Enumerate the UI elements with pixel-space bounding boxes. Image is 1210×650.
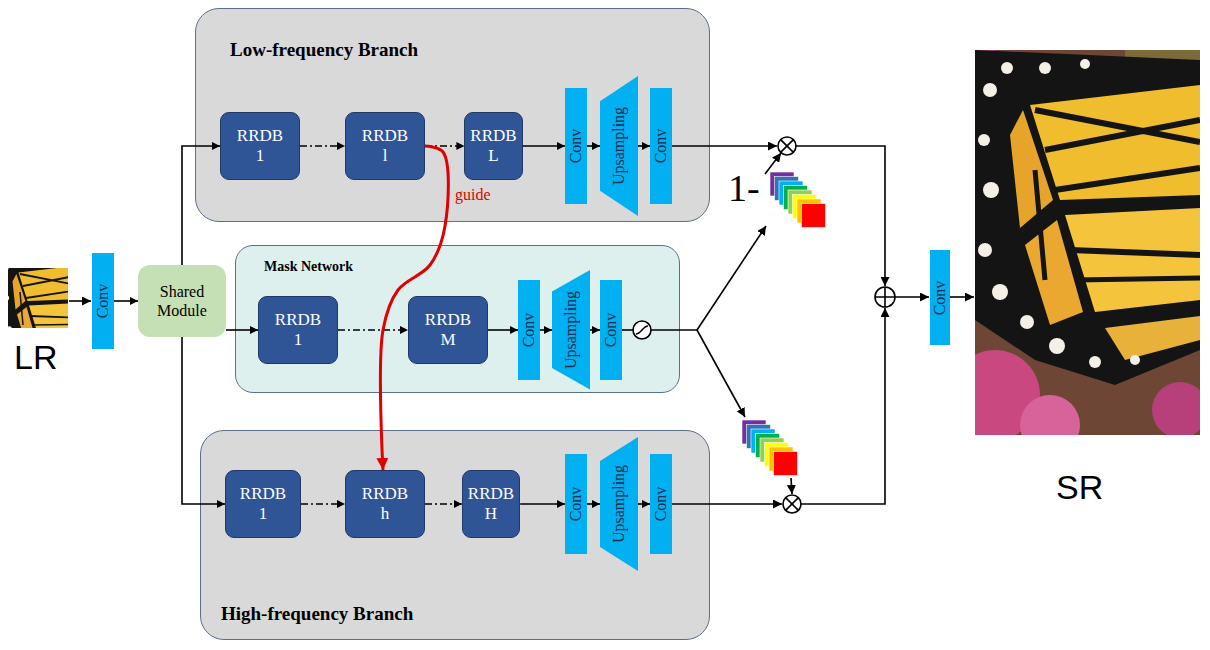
- multiply-symbol: [778, 137, 796, 155]
- block-label: RRDB 1: [237, 126, 283, 165]
- signal-wire: [651, 329, 697, 331]
- layer-label: Conv: [652, 487, 670, 522]
- rrdb-block: RRDB M: [408, 296, 488, 364]
- multiply-symbol: [786, 498, 799, 511]
- conv-layer: Conv: [600, 280, 622, 380]
- signal-wire: [697, 226, 766, 330]
- sr-image: [950, 48, 1208, 455]
- flow-arrow: [540, 329, 552, 331]
- block-label: RRDB M: [425, 310, 471, 349]
- layer-label: Upsampling: [562, 291, 580, 369]
- add-symbol: [875, 287, 895, 307]
- lr-image: [0, 255, 72, 377]
- block-label: RRDB l: [362, 126, 408, 165]
- branch-panel: High-frequency Branch RRDB 1 RRDB h RRDB H C…: [200, 430, 710, 640]
- signal-wire: [950, 296, 974, 298]
- block-label: RRDB H: [468, 484, 514, 523]
- conv-layer: Conv: [92, 253, 114, 349]
- conv-layer: Conv: [650, 454, 672, 554]
- layer-label: Conv: [931, 280, 949, 315]
- flow-arrow: [488, 329, 518, 331]
- panel-title: Low-frequency Branch: [230, 39, 418, 61]
- mask-stack-icon: [742, 420, 798, 476]
- image-label: SR: [1056, 468, 1103, 507]
- upsampling-block: Upsampling: [600, 437, 638, 571]
- block-label: RRDB L: [470, 126, 516, 165]
- conv-layer: Conv: [565, 88, 587, 204]
- flow-arrow: [587, 145, 600, 147]
- layer-label: Conv: [520, 313, 538, 348]
- trapezoid-shape: [552, 270, 590, 389]
- conv-layer: Conv: [565, 454, 587, 554]
- sigmoid-symbol: [636, 326, 648, 334]
- layer-label: Upsampling: [610, 107, 628, 185]
- conv-layer: Conv: [518, 280, 540, 380]
- flow-arrow: [638, 503, 650, 505]
- conv-layer: Conv: [930, 250, 950, 345]
- sigmoid-symbol: [633, 321, 651, 339]
- flow-arrow: [114, 300, 138, 302]
- signal-wire: [765, 153, 781, 174]
- mask-stack-icon: [774, 452, 798, 476]
- signal-wire: [672, 503, 782, 505]
- flow-arrow: [226, 329, 258, 331]
- sigmoid-symbol: [633, 321, 651, 339]
- signal-wire: [791, 478, 792, 494]
- layer-label: Upsampling: [610, 465, 628, 543]
- flow-arrow: [587, 503, 600, 505]
- layer-label: Conv: [602, 313, 620, 348]
- flow-arrow: [638, 145, 650, 147]
- block-label: RRDB 1: [275, 310, 321, 349]
- flow-arrow: [425, 503, 462, 505]
- conv-layer: Conv: [650, 88, 672, 204]
- rrdb-block: RRDB h: [345, 470, 425, 538]
- upsampling-block: Upsampling: [600, 76, 638, 216]
- rrdb-block: RRDB 1: [220, 112, 300, 180]
- upsampling-block: Upsampling: [552, 270, 590, 389]
- mask-complement-label: 1-: [728, 166, 760, 210]
- mask-network-panel: Mask NetworkRRDB 1 RRDB M Conv Upsampling Co…: [235, 245, 680, 393]
- mask-stack-icon: [770, 172, 826, 228]
- sr-image: [950, 48, 1208, 455]
- signal-wire: [895, 296, 929, 298]
- add-symbol: [875, 287, 895, 307]
- edge-label: guide: [453, 186, 493, 204]
- signal-wire: [796, 146, 885, 286]
- signal-wire: [801, 308, 885, 504]
- flow-arrow: [590, 329, 600, 331]
- block-label: RRDB 1: [240, 484, 286, 523]
- flow-arrow: [520, 503, 565, 505]
- trapezoid-shape: [600, 437, 638, 571]
- rrdb-block: RRDB H: [462, 470, 520, 538]
- layer-label: Conv: [94, 284, 112, 319]
- trapezoid-shape: [600, 76, 638, 216]
- panel-title: High-frequency Branch: [221, 603, 413, 625]
- layer-label: Conv: [567, 487, 585, 522]
- mask-stack-icon: [802, 204, 826, 228]
- module-label: Shared Module: [157, 282, 207, 320]
- signal-wire: [622, 329, 633, 331]
- image-label: LR: [14, 338, 57, 377]
- multiply-symbol: [781, 140, 794, 153]
- layer-label: Conv: [567, 129, 585, 164]
- signal-wire: [672, 145, 777, 147]
- panel-title: Mask Network: [264, 259, 353, 275]
- shared-module: Shared Module: [138, 265, 226, 337]
- layer-label: Conv: [652, 129, 670, 164]
- block-label: RRDB h: [362, 484, 408, 523]
- rrdb-block: RRDB L: [464, 112, 522, 180]
- signal-wire: [697, 330, 745, 417]
- rrdb-block: RRDB 1: [225, 470, 301, 538]
- rrdb-block: RRDB l: [345, 112, 425, 180]
- multiply-symbol: [783, 495, 801, 513]
- flow-arrow: [523, 145, 565, 147]
- rrdb-block: RRDB 1: [258, 296, 338, 364]
- lr-image: [0, 255, 72, 377]
- add-symbol: [875, 287, 895, 307]
- signal-wire: [69, 300, 91, 302]
